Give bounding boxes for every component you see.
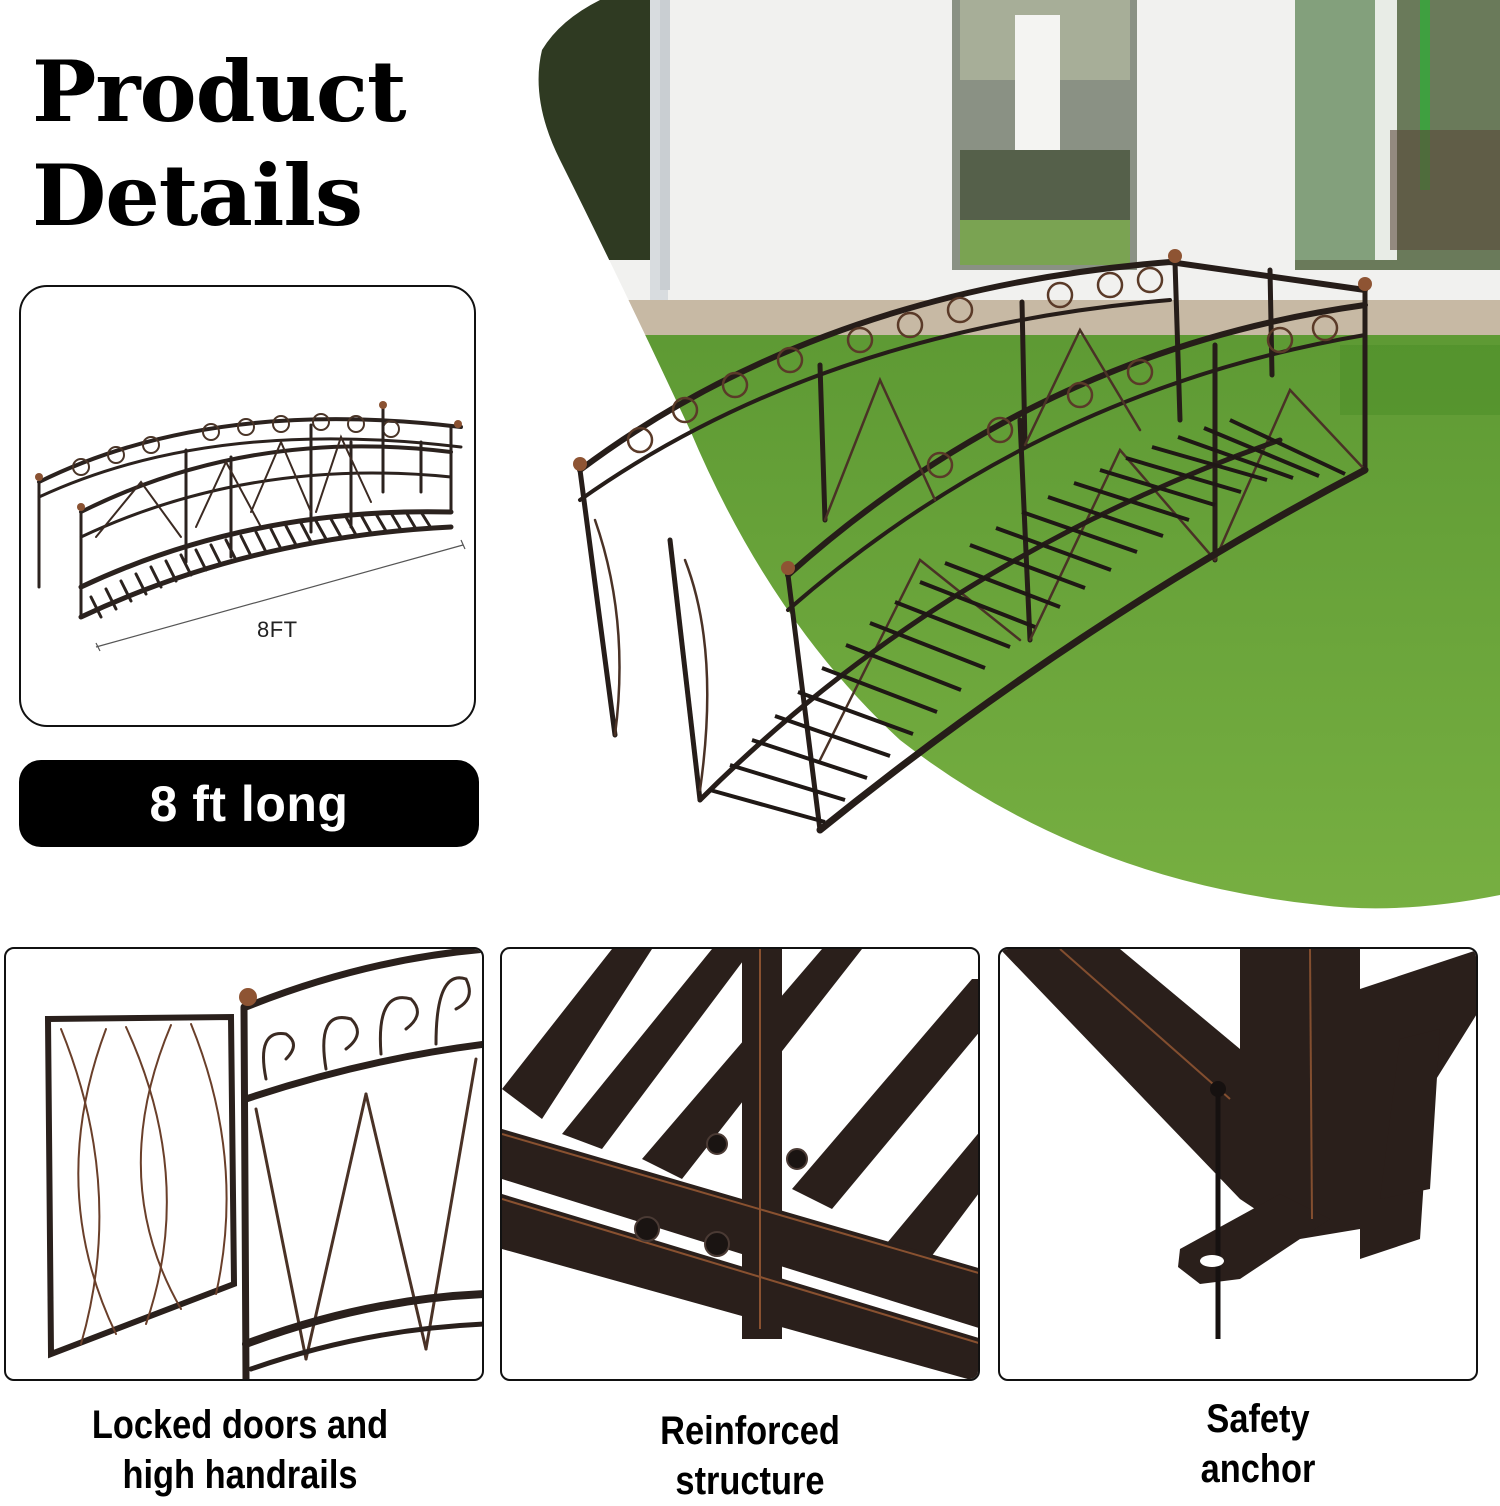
bridge-hero-image xyxy=(538,0,1500,909)
caption-line: Locked doors and xyxy=(91,1403,389,1447)
feature-panel-structure xyxy=(500,947,980,1381)
structure-detail-image xyxy=(502,949,978,1379)
title-line-2: Details xyxy=(32,146,363,245)
caption-line: structure xyxy=(675,1459,825,1503)
page-title: Product Details xyxy=(32,40,407,248)
caption-line: Reinforced xyxy=(660,1409,840,1453)
caption-line: anchor xyxy=(1200,1447,1316,1491)
hero-scene xyxy=(520,0,1500,915)
feature-caption-structure: Reinforced structure xyxy=(535,1406,965,1506)
dimension-label: 8FT xyxy=(257,617,298,642)
length-badge: 8 ft long xyxy=(19,760,479,847)
feature-panel-doors xyxy=(4,947,484,1381)
feature-caption-doors: Locked doors and high handrails xyxy=(34,1400,447,1500)
gate-detail-image xyxy=(44,949,482,1379)
dimension-card xyxy=(19,285,476,727)
feature-caption-anchor: Safety anchor xyxy=(1043,1394,1473,1494)
feature-panel-anchor xyxy=(998,947,1478,1381)
caption-line: high handrails xyxy=(122,1453,358,1497)
bridge-dimension-illustration xyxy=(35,401,466,652)
anchor-detail-image xyxy=(1000,949,1476,1339)
title-line-1: Product xyxy=(32,42,407,141)
caption-line: Safety xyxy=(1206,1397,1310,1441)
